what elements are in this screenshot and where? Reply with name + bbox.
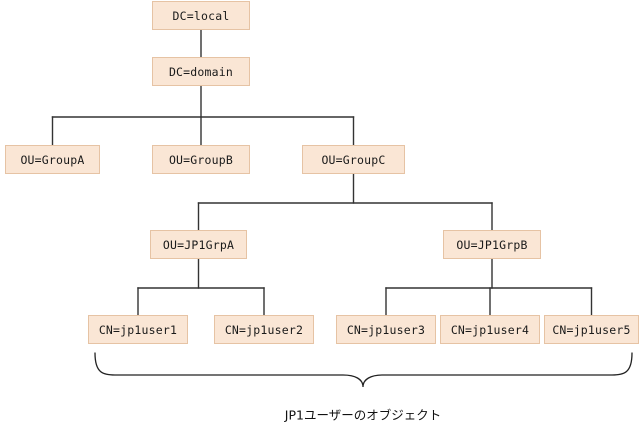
tree-node-label: DC=domain: [168, 64, 234, 79]
tree-node-ou-groupa: OU=GroupA: [5, 145, 100, 174]
tree-node-ou-groupb: OU=GroupB: [152, 145, 250, 174]
tree-node-ou-groupc: OU=GroupC: [302, 145, 405, 174]
tree-node-cn-user5: CN=jp1user5: [544, 315, 639, 344]
tree-node-dc-local: DC=local: [152, 1, 250, 30]
tree-node-ou-grpa: OU=JP1GrpA: [150, 230, 247, 259]
brace-path: [94, 352, 633, 388]
tree-node-label: OU=JP1GrpB: [456, 237, 528, 252]
tree-node-ou-grpb: OU=JP1GrpB: [443, 230, 541, 259]
tree-node-label: OU=JP1GrpA: [162, 237, 235, 252]
tree-node-cn-user3: CN=jp1user3: [336, 315, 436, 344]
tree-node-label: DC=local: [172, 8, 230, 23]
tree-node-label: OU=GroupB: [168, 152, 234, 167]
tree-node-label: OU=GroupC: [321, 152, 386, 167]
tree-node-label: CN=jp1user4: [450, 322, 530, 337]
tree-node-label: CN=jp1user2: [224, 322, 304, 337]
tree-node-label: CN=jp1user1: [98, 322, 178, 337]
tree-node-label: CN=jp1user5: [552, 322, 631, 337]
tree-node-cn-user2: CN=jp1user2: [214, 315, 314, 344]
tree-node-dc-domain: DC=domain: [152, 57, 250, 86]
tree-node-cn-user4: CN=jp1user4: [440, 315, 540, 344]
tree-node-label: OU=GroupA: [20, 152, 85, 167]
tree-node-label: CN=jp1user3: [346, 322, 426, 337]
tree-node-cn-user1: CN=jp1user1: [88, 315, 188, 344]
brace-caption-label: JP1ユーザーのオブジェクト: [284, 407, 442, 423]
grouping-brace: [94, 352, 633, 388]
